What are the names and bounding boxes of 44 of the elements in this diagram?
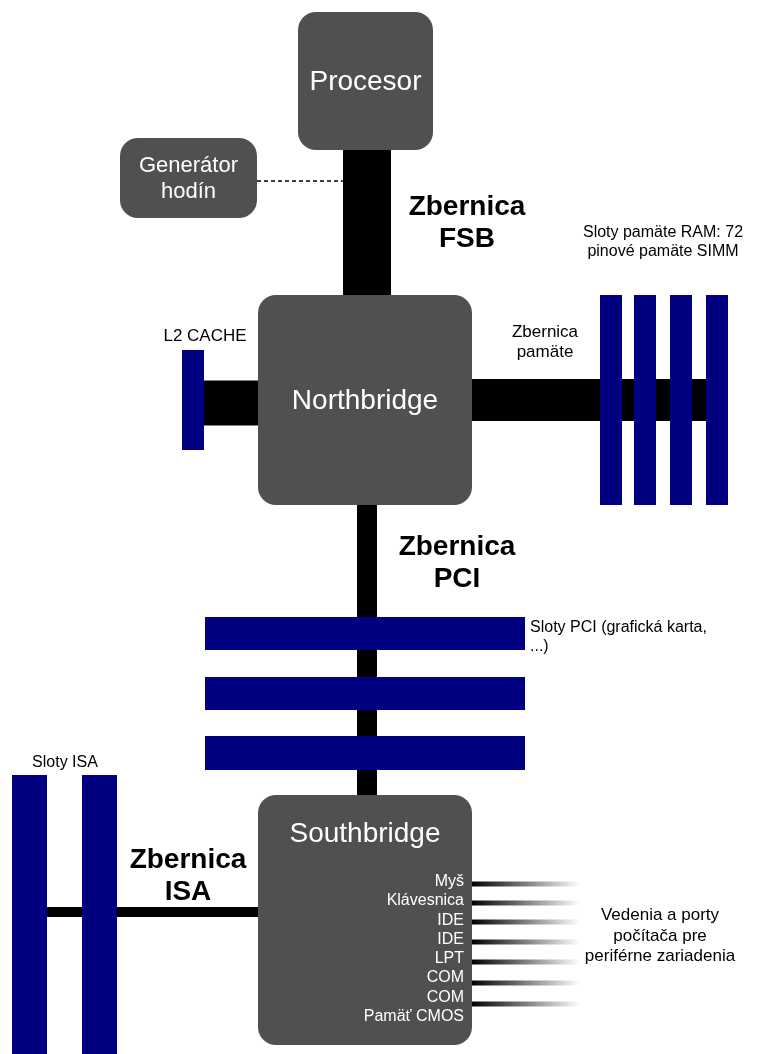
- chip-label: Northbridge: [291, 383, 439, 417]
- port-line: [472, 959, 580, 965]
- slot-bar: [600, 295, 622, 505]
- port-label: Pamäť CMOS: [363, 1006, 464, 1026]
- slot-bar: [182, 350, 204, 450]
- slot-caption: Sloty pamäte RAM: 72 pinové pamäte SIMM: [581, 222, 745, 261]
- slot-bar: [205, 736, 525, 770]
- bus-line: [357, 505, 377, 795]
- slot-bar: [634, 295, 656, 505]
- slot-bar: [82, 775, 117, 1054]
- slot-caption: L2 CACHE: [162, 326, 248, 346]
- slot-caption: Sloty PCI (grafická karta, ...): [530, 617, 708, 656]
- chip-label: Vedenia a porty počítača pre periférne zariadenia: [583, 905, 737, 967]
- chip-box: [298, 12, 433, 150]
- port-line: [472, 881, 580, 887]
- port-line: [472, 980, 580, 986]
- chip-label: Southbridge: [289, 817, 441, 849]
- port-label: Myš: [434, 871, 464, 891]
- slot-caption: Sloty ISA: [31, 752, 99, 772]
- port-line: [472, 1001, 580, 1007]
- chip-label: Generátor hodín: [137, 151, 240, 205]
- chip-box: [120, 138, 257, 218]
- bus-line: [204, 380, 258, 426]
- port-label: COM: [426, 986, 464, 1007]
- slot-bar: [706, 295, 728, 505]
- chip-box: [258, 795, 472, 1045]
- bus-line: [343, 150, 391, 295]
- bus-line: [472, 379, 706, 421]
- chip-box: [258, 295, 472, 505]
- port-label: Klávesnica: [386, 890, 464, 910]
- port-line: [472, 919, 580, 925]
- slot-bar: [670, 295, 692, 505]
- dashed-line: [256, 180, 344, 182]
- slot-bar: [205, 677, 525, 710]
- port-line: [472, 939, 580, 945]
- port-line: [472, 900, 580, 906]
- chip-label: Procesor: [309, 64, 422, 98]
- port-label: IDE: [437, 928, 464, 949]
- bus-line: [47, 907, 258, 917]
- port-label: IDE: [437, 909, 464, 929]
- slot-bar: [12, 775, 47, 1054]
- port-label: COM: [426, 967, 464, 987]
- port-label: LPT: [434, 948, 464, 968]
- slot-bar: [205, 617, 525, 650]
